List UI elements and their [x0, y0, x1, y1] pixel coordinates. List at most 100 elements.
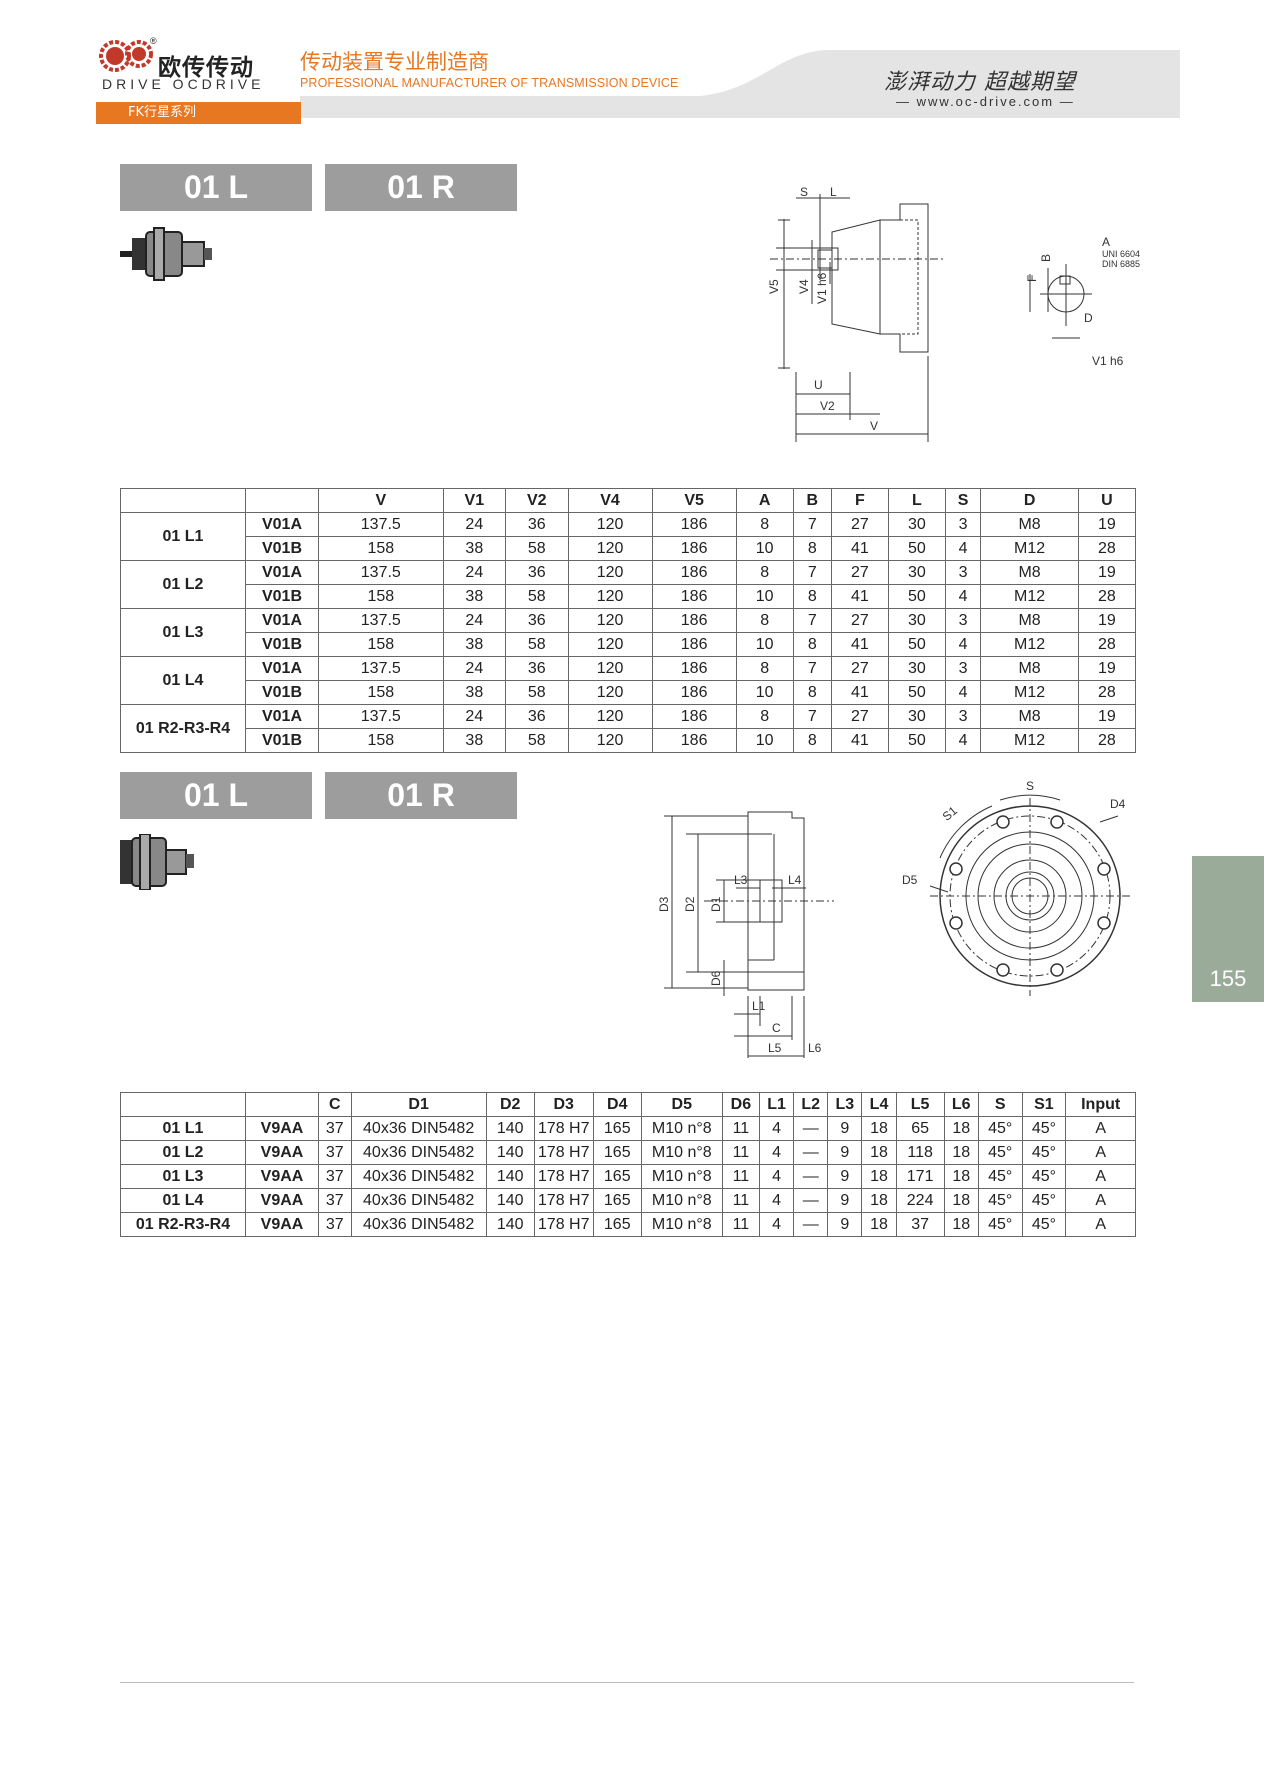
value-cell: 50: [887, 680, 946, 705]
dim-label-l: L: [830, 185, 837, 199]
value-cell: 11: [721, 1140, 761, 1165]
value-cell: 27: [830, 704, 889, 729]
value-cell: 4: [759, 1164, 795, 1189]
tagline-cn: 传动装置专业制造商: [300, 50, 489, 74]
code-cell: V01B: [245, 632, 319, 657]
value-cell: M12: [980, 680, 1079, 705]
value-cell: 8: [735, 608, 794, 633]
code-cell: V9AA: [245, 1212, 319, 1237]
value-cell: A: [1065, 1116, 1136, 1141]
value-cell: M12: [980, 584, 1079, 609]
value-cell: 18: [861, 1188, 897, 1213]
code-cell: V01B: [245, 584, 319, 609]
value-cell: 30: [887, 704, 946, 729]
value-cell: 7: [792, 608, 832, 633]
value-cell: 18: [861, 1116, 897, 1141]
value-cell: 41: [830, 632, 889, 657]
value-cell: 4: [944, 632, 982, 657]
value-cell: 37: [318, 1116, 352, 1141]
model-cell: 01 L3: [120, 1164, 246, 1189]
value-cell: 45°: [1021, 1140, 1067, 1165]
value-cell: 120: [567, 608, 653, 633]
dim-label-d4: D4: [1110, 797, 1126, 811]
value-cell: M12: [980, 632, 1079, 657]
value-cell: 224: [895, 1188, 945, 1213]
value-cell: 10: [735, 536, 794, 561]
value-cell: 9: [827, 1140, 863, 1165]
value-cell: M10 n°8: [640, 1140, 723, 1165]
value-cell: 10: [735, 680, 794, 705]
dim-label-d6: D6: [709, 970, 723, 986]
value-cell: 37: [318, 1164, 352, 1189]
value-cell: 27: [830, 512, 889, 537]
value-cell: 28: [1077, 728, 1137, 753]
value-cell: 8: [735, 656, 794, 681]
value-cell: —: [793, 1140, 829, 1165]
code-cell: V01A: [245, 512, 319, 537]
website-url: — www.oc-drive.com —: [896, 94, 1075, 109]
value-cell: 50: [887, 584, 946, 609]
value-cell: 37: [318, 1212, 352, 1237]
value-cell: 8: [792, 680, 832, 705]
value-cell: 19: [1077, 512, 1137, 537]
value-cell: 186: [651, 728, 737, 753]
table1-corner-cell: [245, 488, 319, 513]
logo-en-text: DRIVE OCDRIVE: [102, 76, 265, 92]
value-cell: 18: [943, 1212, 979, 1237]
value-cell: M10 n°8: [640, 1164, 723, 1189]
value-cell: 186: [651, 656, 737, 681]
value-cell: 165: [592, 1140, 642, 1165]
model-cell: 01 R2-R3-R4: [120, 1212, 246, 1237]
value-cell: 120: [567, 680, 653, 705]
model-cell: 01 R2-R3-R4: [120, 704, 246, 753]
dim-label-v1h6: V1 h6: [815, 272, 829, 304]
value-cell: 40x36 DIN5482: [350, 1116, 487, 1141]
dim-label-l5: L5: [768, 1041, 782, 1055]
value-cell: 58: [505, 632, 569, 657]
value-cell: 186: [651, 680, 737, 705]
value-cell: 40x36 DIN5482: [350, 1140, 487, 1165]
table1-col-header: V4: [567, 488, 653, 513]
value-cell: 45°: [1021, 1212, 1067, 1237]
value-cell: 45°: [1021, 1188, 1067, 1213]
value-cell: 36: [505, 512, 569, 537]
table1-col-header: A: [735, 488, 794, 513]
value-cell: 41: [830, 584, 889, 609]
table2-corner-cell: [120, 1092, 246, 1117]
table2-col-header: D3: [533, 1092, 594, 1117]
value-cell: 11: [721, 1164, 761, 1189]
dim-label-v2: V2: [820, 399, 835, 413]
model-cell: 01 L2: [120, 560, 246, 609]
value-cell: 3: [944, 608, 982, 633]
model-cell: 01 L3: [120, 608, 246, 657]
dim-label-l1: L1: [752, 999, 766, 1013]
value-cell: 8: [735, 560, 794, 585]
value-cell: 9: [827, 1164, 863, 1189]
table2-col-header: L5: [895, 1092, 945, 1117]
value-cell: 4: [759, 1116, 795, 1141]
value-cell: 24: [442, 704, 507, 729]
value-cell: 9: [827, 1188, 863, 1213]
value-cell: 140: [485, 1212, 535, 1237]
dim-label-l6: L6: [808, 1041, 822, 1055]
value-cell: 30: [887, 656, 946, 681]
value-cell: 58: [505, 584, 569, 609]
value-cell: 158: [318, 632, 444, 657]
value-cell: 165: [592, 1212, 642, 1237]
value-cell: 118: [895, 1140, 945, 1165]
code-cell: V01B: [245, 728, 319, 753]
value-cell: 3: [944, 560, 982, 585]
value-cell: 24: [442, 608, 507, 633]
value-cell: 178 H7: [533, 1116, 594, 1141]
value-cell: 41: [830, 680, 889, 705]
value-cell: 36: [505, 608, 569, 633]
dim-label-v1h6b: V1 h6: [1092, 354, 1124, 368]
value-cell: 19: [1077, 560, 1137, 585]
table1-col-header: V5: [651, 488, 737, 513]
table2-col-header: S: [977, 1092, 1023, 1117]
std-label-din: DIN 6885: [1102, 259, 1140, 269]
value-cell: 4: [759, 1188, 795, 1213]
value-cell: 24: [442, 656, 507, 681]
